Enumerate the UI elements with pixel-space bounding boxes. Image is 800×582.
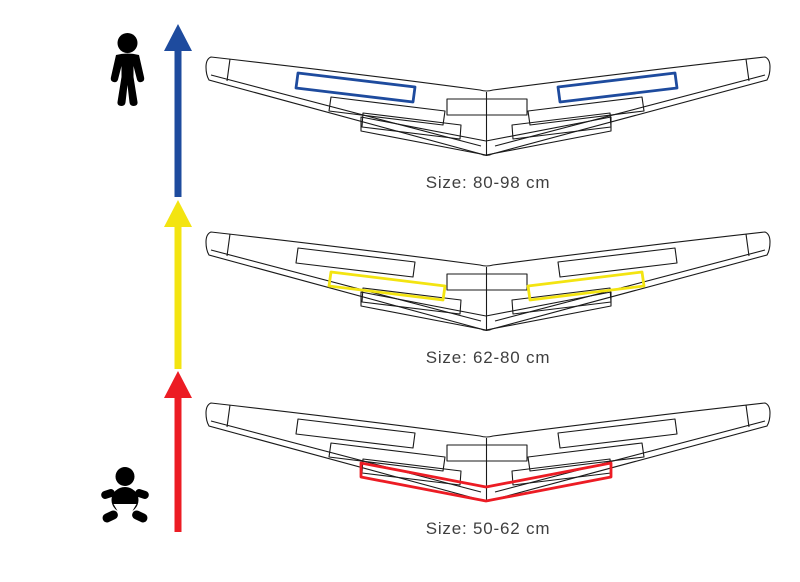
child-icon (103, 33, 152, 107)
red-up-arrow (163, 371, 193, 532)
size-label-small: Size: 50-62 cm (425, 519, 551, 538)
carrier-outline-small (203, 397, 773, 515)
baby-icon (100, 466, 150, 528)
carrier-outline-large (203, 51, 773, 169)
size-figure-small: Size: 50-62 cm (203, 397, 773, 539)
size-label-large: Size: 80-98 cm (425, 173, 551, 192)
carrier-outline-medium (203, 226, 773, 344)
blue-up-arrow (163, 24, 193, 197)
child-pictogram (110, 33, 145, 106)
size-figure-large: Size: 80-98 cm (203, 51, 773, 193)
size-figure-medium: Size: 62-80 cm (203, 226, 773, 368)
baby-pictogram (101, 467, 149, 523)
yellow-up-arrow (163, 200, 193, 369)
size-label-medium: Size: 62-80 cm (425, 348, 551, 367)
